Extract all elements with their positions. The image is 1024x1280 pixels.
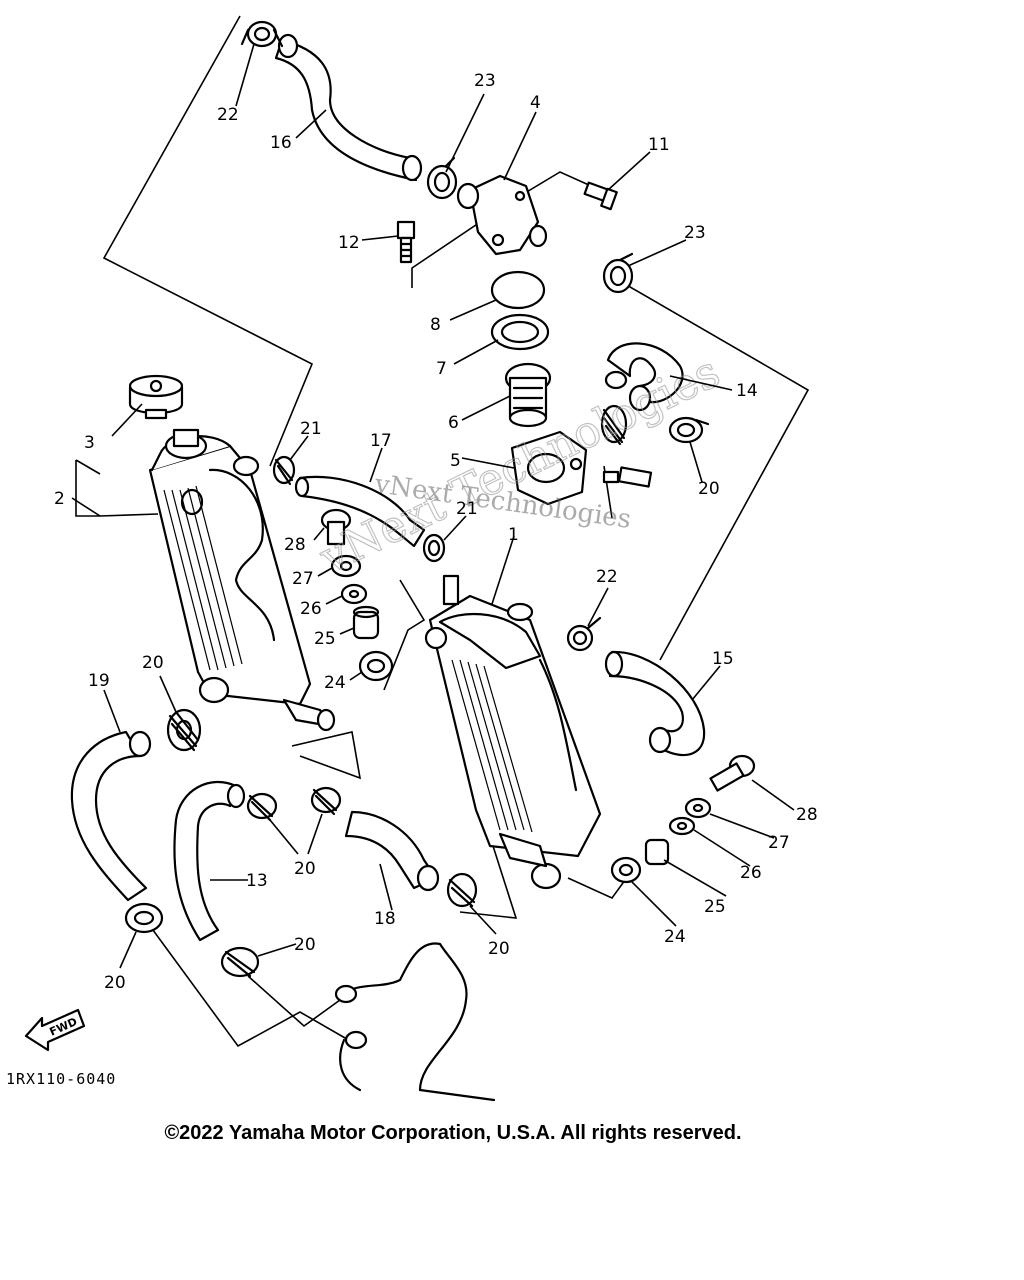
callout-20: 20	[488, 939, 510, 959]
callout-22: 22	[596, 567, 618, 587]
washer-26-right	[668, 816, 696, 836]
callout-12: 12	[338, 233, 360, 253]
leader-lines	[71, 43, 795, 969]
engine-case	[334, 942, 496, 1102]
mount-bolt-28-left	[320, 508, 352, 546]
hose-clamp-20-middle-b	[310, 786, 342, 816]
housing-bolt	[602, 466, 653, 488]
grommet-24-left	[358, 650, 394, 682]
hose-clamp-20-middle-a	[246, 792, 278, 822]
washer-27-left	[330, 554, 362, 578]
radiator-cap-3	[128, 374, 184, 420]
hose-15	[604, 650, 706, 757]
bolt-12	[396, 220, 416, 264]
callout-18: 18	[374, 909, 396, 929]
callout-4: 4	[530, 93, 541, 113]
hose-13	[173, 780, 246, 942]
thermostat-cover-4	[456, 174, 548, 256]
callout-7: 7	[436, 359, 447, 379]
callout-13: 13	[246, 871, 268, 891]
hose-clamp-20-right	[668, 416, 710, 444]
grommet-24-right	[610, 856, 642, 884]
callout-21: 21	[456, 499, 478, 519]
hose-clamp-22-lower	[566, 616, 602, 652]
collar-25-right	[644, 838, 670, 866]
hose-14	[604, 342, 684, 412]
washer-26-left	[340, 583, 368, 605]
o-ring-8	[490, 270, 546, 310]
hose-17	[294, 475, 426, 548]
callout-23: 23	[474, 71, 496, 91]
callout-14: 14	[736, 381, 758, 401]
callout-20: 20	[294, 935, 316, 955]
hose-19	[70, 730, 152, 902]
callout-20: 20	[698, 479, 720, 499]
callout-28: 28	[284, 535, 306, 555]
callout-16: 16	[270, 133, 292, 153]
callout-20: 20	[104, 973, 126, 993]
callout-8: 8	[430, 315, 441, 335]
callout-labels: 22 16 23 4 11 12 23 8 7 6 5 14 20 3 2 21…	[54, 71, 818, 993]
callout-22: 22	[217, 105, 239, 125]
callout-27: 27	[768, 833, 790, 853]
callout-11: 11	[648, 135, 670, 155]
hose-clamp-22-top	[240, 20, 284, 48]
callout-26: 26	[300, 599, 322, 619]
right-radiator-1	[424, 574, 602, 890]
callout-23: 23	[684, 223, 706, 243]
mount-bolt-28-right	[709, 754, 756, 792]
hose-clamp-20-upper-left	[166, 708, 202, 752]
callout-25: 25	[704, 897, 726, 917]
hose-clamp-23-lower	[602, 252, 634, 294]
hose-clamp-20-lower-middle	[446, 872, 478, 908]
callout-21: 21	[300, 419, 322, 439]
hose-clamp-23-upper	[426, 156, 458, 200]
copyright-notice: ©2022 Yamaha Motor Corporation, U.S.A. A…	[164, 1122, 742, 1144]
callout-27: 27	[292, 569, 314, 589]
callout-24: 24	[664, 927, 686, 947]
hose-16	[274, 33, 423, 182]
hose-clamp-21-upper	[272, 455, 296, 486]
callout-6: 6	[448, 413, 459, 433]
callout-24: 24	[324, 673, 346, 693]
callout-20: 20	[294, 859, 316, 879]
callout-1: 1	[508, 525, 519, 545]
figure-code: 1RX110-6040	[6, 1070, 116, 1088]
callout-25: 25	[314, 629, 336, 649]
callout-19: 19	[88, 671, 110, 691]
callout-20: 20	[142, 653, 164, 673]
callout-15: 15	[712, 649, 734, 669]
washer-27-right	[684, 797, 712, 819]
hose-clamp-20-bottom-middle	[220, 946, 260, 978]
hose-clamp-20-bottom-left	[124, 902, 164, 934]
collar-25-left	[352, 605, 380, 640]
hose-clamp-20-upper-right	[600, 404, 628, 446]
hose-18	[344, 810, 440, 892]
callout-28: 28	[796, 805, 818, 825]
callout-26: 26	[740, 863, 762, 883]
bolt-11	[583, 181, 618, 211]
callout-2: 2	[54, 489, 65, 509]
thermostat-housing-5	[510, 430, 588, 506]
callout-17: 17	[370, 431, 392, 451]
forward-arrow-icon: FWD	[24, 1008, 86, 1052]
gasket-7	[490, 313, 550, 351]
callout-5: 5	[450, 451, 461, 471]
exploded-view-drawing: FWD vNext Technologies vNext Technologie…	[6, 15, 818, 1102]
callout-3: 3	[84, 433, 95, 453]
hose-clamp-21-lower	[422, 533, 446, 563]
left-radiator-2	[148, 428, 336, 732]
thermostat-6	[504, 362, 552, 428]
